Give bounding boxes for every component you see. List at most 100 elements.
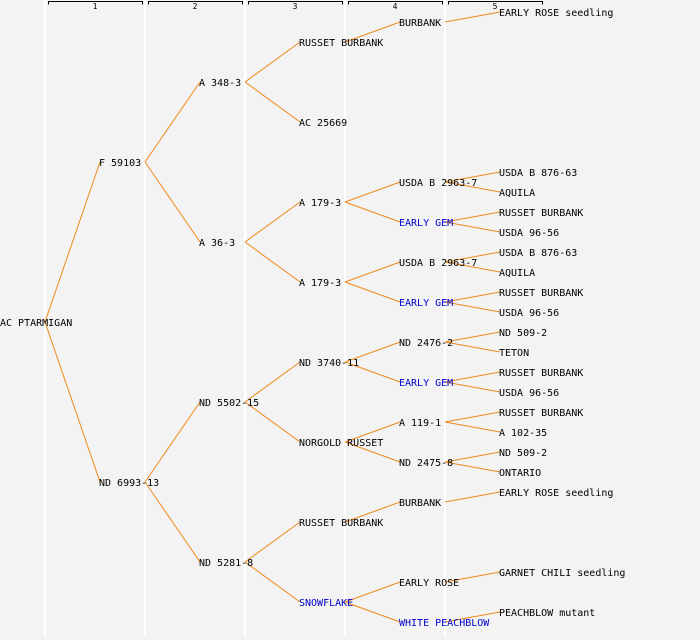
pedigree-edge xyxy=(344,441,401,463)
node-label-gen4[interactable]: ND 2475-8 xyxy=(399,458,453,469)
pedigree-edge xyxy=(444,331,501,343)
generation-bracket xyxy=(248,1,343,5)
node-label-gen5[interactable]: A 102-35 xyxy=(499,428,547,439)
node-label-gen4[interactable]: A 119-1 xyxy=(399,418,441,429)
node-label-gen5[interactable]: AQUILA xyxy=(499,188,535,199)
pedigree-edge xyxy=(144,401,201,483)
node-label-gen4[interactable]: BURBANK xyxy=(399,18,441,29)
pedigree-edge xyxy=(344,181,401,203)
pedigree-edge xyxy=(244,401,301,443)
pedigree-edge xyxy=(444,381,501,393)
node-label-gen2[interactable]: A 348-3 xyxy=(199,78,241,89)
pedigree-edge xyxy=(344,581,401,603)
node-label-gen5[interactable]: GARNET CHILI seedling xyxy=(499,568,625,579)
node-label-gen5[interactable]: ONTARIO xyxy=(499,468,541,479)
node-label-gen3[interactable]: RUSSET BURBANK xyxy=(299,518,383,529)
pedigree-edge xyxy=(344,601,401,623)
node-label-gen5[interactable]: ND 509-2 xyxy=(499,328,547,339)
pedigree-edge xyxy=(444,491,501,503)
node-label-gen2[interactable]: ND 5502-15 xyxy=(199,398,259,409)
node-label-gen5[interactable]: USDA 96-56 xyxy=(499,388,559,399)
pedigree-edge xyxy=(444,341,501,353)
node-label-gen5[interactable]: USDA B 876-63 xyxy=(499,168,577,179)
generation-label: 1 xyxy=(93,2,98,11)
pedigree-edge xyxy=(244,81,301,123)
node-label-gen2[interactable]: ND 5281-8 xyxy=(199,558,253,569)
pedigree-edge xyxy=(444,571,501,583)
node-label-gen0[interactable]: AC PTARMIGAN xyxy=(0,318,72,329)
node-label-gen5[interactable]: RUSSET BURBANK xyxy=(499,368,583,379)
pedigree-edge xyxy=(444,251,501,263)
pedigree-edge xyxy=(344,421,401,443)
pedigree-edge xyxy=(444,11,501,23)
pedigree-edge xyxy=(244,201,301,243)
node-label-gen5[interactable]: RUSSET BURBANK xyxy=(499,288,583,299)
pedigree-edge xyxy=(444,221,501,233)
node-label-gen5[interactable]: ND 509-2 xyxy=(499,448,547,459)
pedigree-edge xyxy=(344,261,401,283)
node-label-gen4[interactable]: EARLY GEM xyxy=(399,298,453,309)
node-label-gen3[interactable]: NORGOLD RUSSET xyxy=(299,438,383,449)
node-label-gen1[interactable]: ND 6993-13 xyxy=(99,478,159,489)
pedigree-edge xyxy=(444,421,501,433)
pedigree-edge xyxy=(144,161,201,243)
generation-separators xyxy=(44,0,446,637)
pedigree-edge xyxy=(244,241,301,283)
pedigree-edge xyxy=(444,211,501,223)
pedigree-edge xyxy=(444,181,501,193)
node-label-gen3[interactable]: A 179-3 xyxy=(299,278,341,289)
generation-label: 2 xyxy=(193,2,198,11)
node-label-gen5[interactable]: EARLY ROSE seedling xyxy=(499,8,613,19)
node-label-gen4[interactable]: EARLY GEM xyxy=(399,218,453,229)
node-label-gen5[interactable]: TETON xyxy=(499,348,529,359)
node-label-gen1[interactable]: F 59103 xyxy=(99,158,141,169)
node-label-gen5[interactable]: USDA 96-56 xyxy=(499,308,559,319)
pedigree-edge xyxy=(344,281,401,303)
pedigree-edge xyxy=(144,481,201,563)
pedigree-edge xyxy=(344,361,401,383)
node-label-gen2[interactable]: A 36-3 xyxy=(199,238,235,249)
node-label-gen5[interactable]: PEACHBLOW mutant xyxy=(499,608,595,619)
node-label-gen4[interactable]: BURBANK xyxy=(399,498,441,509)
pedigree-edge xyxy=(444,371,501,383)
pedigree-edge xyxy=(444,291,501,303)
pedigree-edge xyxy=(344,501,401,523)
pedigree-edge xyxy=(144,81,201,163)
node-label-gen3[interactable]: AC 25669 xyxy=(299,118,347,129)
node-label-gen4[interactable]: EARLY ROSE xyxy=(399,578,459,589)
generation-label: 3 xyxy=(293,2,298,11)
node-label-gen5[interactable]: USDA B 876-63 xyxy=(499,248,577,259)
node-label-gen5[interactable]: RUSSET BURBANK xyxy=(499,208,583,219)
pedigree-edge xyxy=(444,461,501,473)
pedigree-edge xyxy=(244,561,301,603)
pedigree-edge xyxy=(344,201,401,223)
node-label-gen5[interactable]: USDA 96-56 xyxy=(499,228,559,239)
node-label-gen3[interactable]: RUSSET BURBANK xyxy=(299,38,383,49)
generation-label: 5 xyxy=(493,2,498,11)
pedigree-edge xyxy=(44,161,101,323)
generation-bracket xyxy=(48,1,143,5)
node-label-gen3[interactable]: ND 3740-11 xyxy=(299,358,359,369)
pedigree-edge xyxy=(444,301,501,313)
node-label-gen5[interactable]: AQUILA xyxy=(499,268,535,279)
node-label-gen4[interactable]: USDA B 2963-7 xyxy=(399,178,477,189)
tree-edges xyxy=(44,11,501,623)
generation-label: 4 xyxy=(393,2,398,11)
generation-bracket xyxy=(348,1,443,5)
pedigree-edge xyxy=(444,261,501,273)
node-label-gen3[interactable]: A 179-3 xyxy=(299,198,341,209)
node-label-gen4[interactable]: EARLY GEM xyxy=(399,378,453,389)
generation-bracket xyxy=(148,1,243,5)
node-label-gen5[interactable]: EARLY ROSE seedling xyxy=(499,488,613,499)
pedigree-edge xyxy=(444,171,501,183)
node-label-gen3[interactable]: SNOWFLAKE xyxy=(299,598,353,609)
node-label-gen4[interactable]: ND 2476-2 xyxy=(399,338,453,349)
node-label-gen4[interactable]: WHITE PEACHBLOW xyxy=(399,618,490,629)
node-label-gen4[interactable]: USDA B 2963-7 xyxy=(399,258,477,269)
pedigree-edge xyxy=(444,451,501,463)
node-label-gen5[interactable]: RUSSET BURBANK xyxy=(499,408,583,419)
pedigree-edge xyxy=(344,21,401,43)
